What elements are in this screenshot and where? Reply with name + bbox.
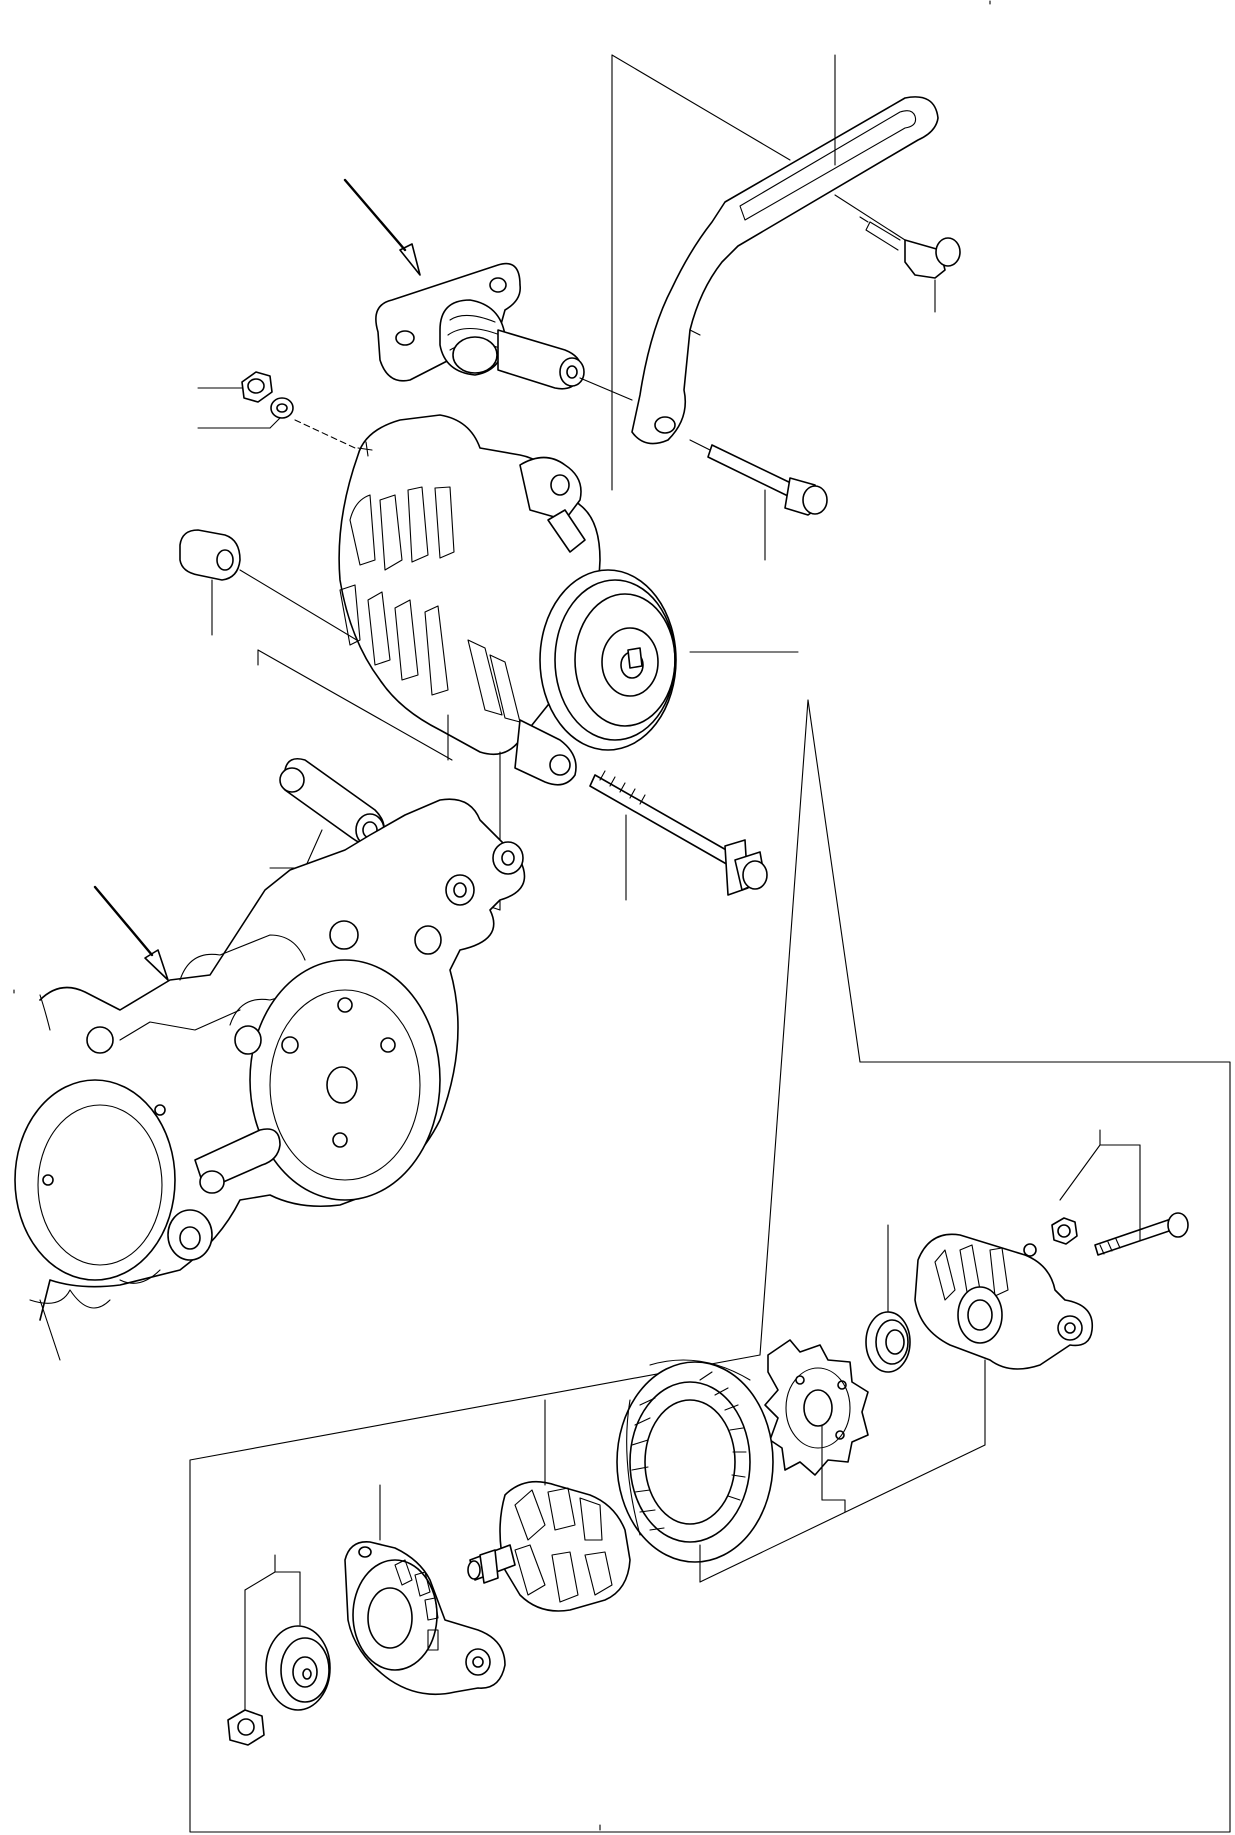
rotor bbox=[467, 1480, 631, 1612]
through-bolt bbox=[589, 770, 768, 896]
rectifier bbox=[764, 1339, 869, 1476]
idler-flange bbox=[375, 262, 585, 390]
detail-frame bbox=[189, 699, 1231, 1833]
pulley bbox=[265, 1625, 331, 1711]
rear-housing bbox=[914, 1233, 1094, 1370]
stator bbox=[616, 1359, 774, 1563]
washer bbox=[270, 397, 294, 419]
bracket-bolt bbox=[859, 216, 961, 279]
bearing bbox=[865, 1311, 911, 1373]
pulley-nut bbox=[227, 1709, 265, 1746]
adjusting-bracket bbox=[631, 96, 939, 445]
through-bolt bbox=[1094, 1212, 1189, 1256]
spacer-tube bbox=[279, 757, 385, 847]
leader-line bbox=[759, 699, 809, 1356]
nut bbox=[241, 371, 273, 403]
arrow-indicator bbox=[343, 178, 407, 252]
leader-line bbox=[611, 54, 791, 161]
alternator bbox=[338, 414, 677, 786]
front-housing bbox=[344, 1541, 506, 1696]
nut bbox=[1051, 1217, 1078, 1245]
collar bbox=[179, 529, 241, 581]
engine-block bbox=[14, 798, 526, 1361]
mounting-bolt bbox=[707, 444, 828, 516]
arrow-indicator bbox=[93, 885, 154, 957]
